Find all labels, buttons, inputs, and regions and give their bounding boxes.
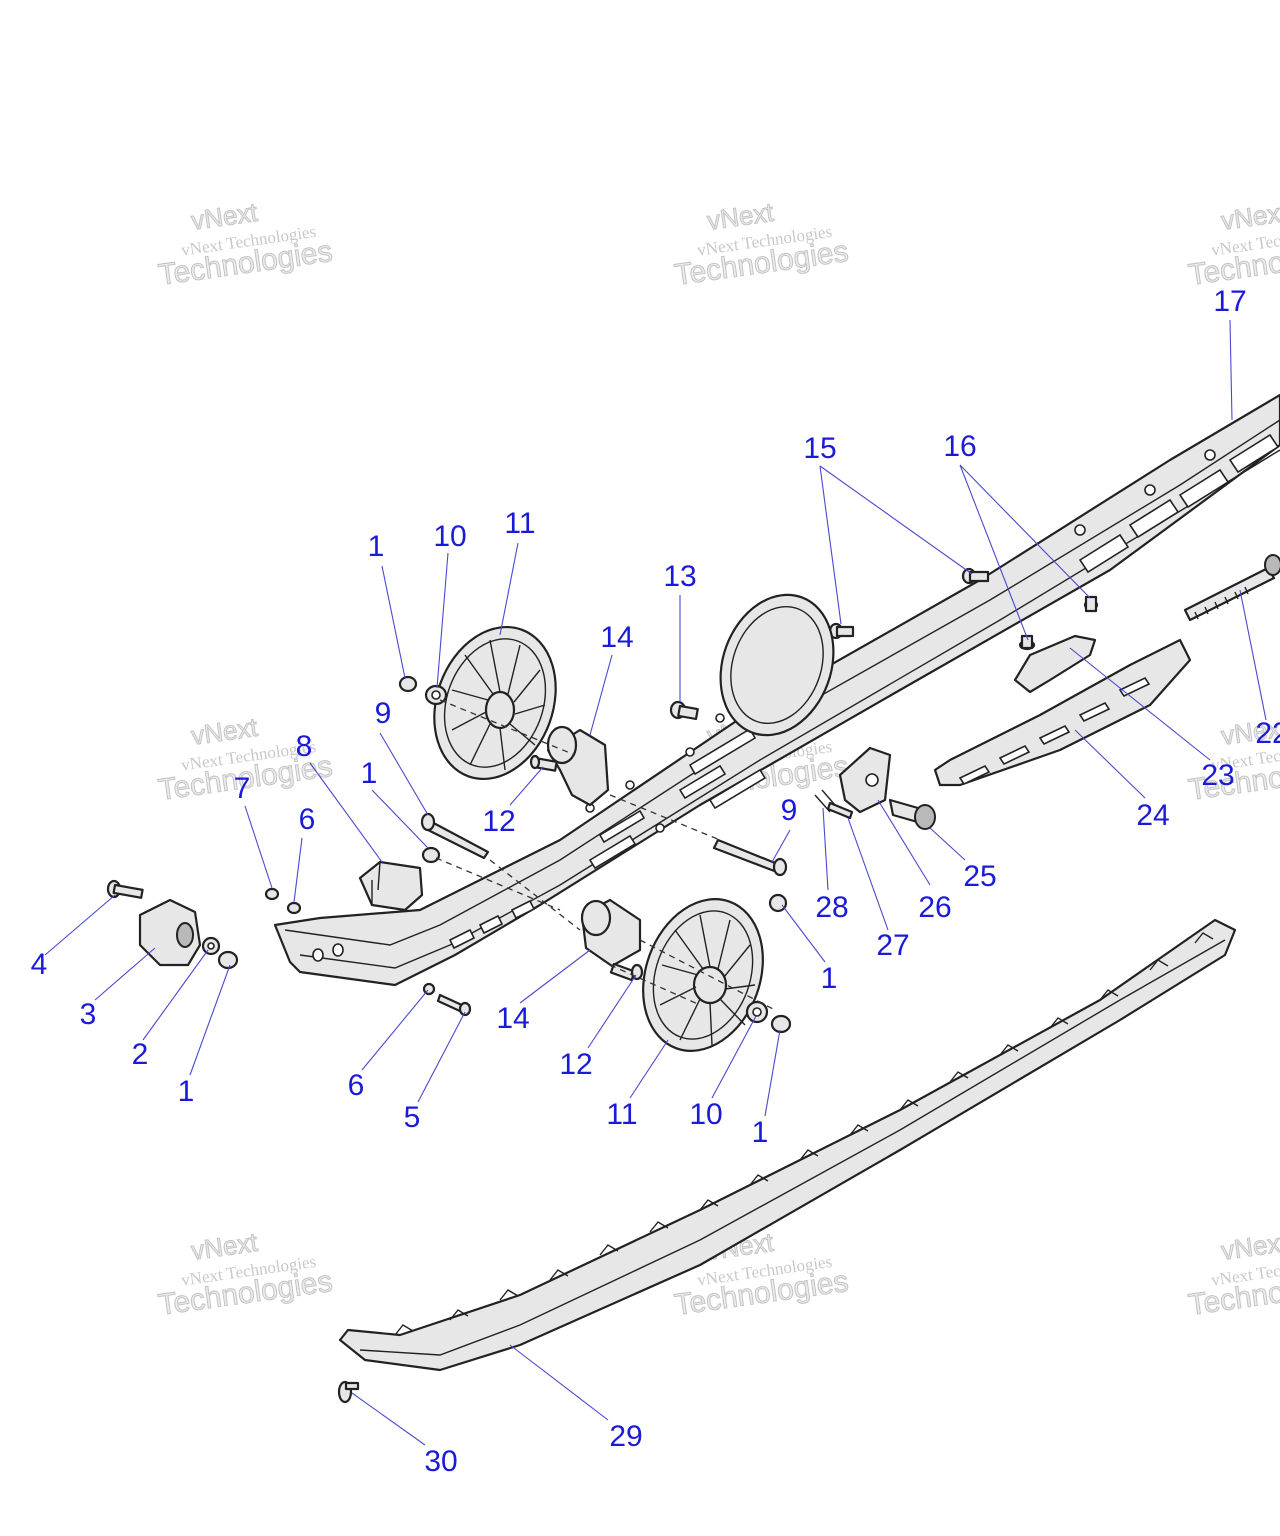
callout-23: 23 xyxy=(1201,759,1234,792)
callout-10-upper-washer: 10 xyxy=(433,520,466,553)
callout-7: 7 xyxy=(234,772,251,805)
bushing-part xyxy=(888,798,936,830)
callout-9-upper: 9 xyxy=(375,697,392,730)
callout-11-lower-wheel: 11 xyxy=(606,1098,637,1131)
callout-28: 28 xyxy=(815,891,848,924)
bolt-15a-part xyxy=(961,567,990,585)
callout-15: 15 xyxy=(803,432,836,465)
callout-30: 30 xyxy=(424,1445,457,1478)
callout-1-mid-nut: 1 xyxy=(361,757,378,790)
callout-29: 29 xyxy=(609,1420,642,1453)
callout-6-upper: 6 xyxy=(299,803,316,836)
callout-8: 8 xyxy=(296,730,313,763)
callout-12-lower: 12 xyxy=(559,1048,592,1081)
watermark-text: vNext xyxy=(189,712,260,751)
wear-strip-teeth xyxy=(394,932,1214,1336)
assembly-lines xyxy=(435,699,776,1011)
washer-6a-part xyxy=(286,901,302,915)
bolt-4-part xyxy=(106,879,144,899)
bolt-12b-part xyxy=(609,962,644,982)
pin-27-part xyxy=(826,801,854,820)
wear-strip-part xyxy=(338,918,1237,1372)
callout-11-upper-wheel: 11 xyxy=(504,507,535,540)
watermark-top-center: vNext vNext Technologies Technologies xyxy=(672,196,851,292)
callout-12-upper: 12 xyxy=(482,805,515,838)
callout-22: 22 xyxy=(1255,717,1280,750)
nut-1b-part xyxy=(421,846,441,864)
long-bolt-part xyxy=(1183,554,1280,622)
wheel-upper-part xyxy=(433,625,557,781)
watermark-text: vNext xyxy=(189,197,260,236)
watermark-top-left: vNext vNext Technologies Technologies xyxy=(156,196,335,292)
watermark-bottom-left: vNext vNext Technologies Technologies xyxy=(156,1226,335,1322)
bolt-12a-part xyxy=(529,754,558,772)
callout-16: 16 xyxy=(943,430,976,463)
callout-10-lower-washer: 10 xyxy=(689,1098,722,1131)
callout-24: 24 xyxy=(1136,799,1169,832)
watermark-text: vNext xyxy=(1219,1227,1280,1266)
callout-2: 2 xyxy=(132,1038,149,1071)
callout-1-upper-nut: 1 xyxy=(368,530,385,563)
callout-13: 13 xyxy=(663,560,696,593)
nut-1d-part xyxy=(768,893,788,913)
hub-part xyxy=(838,746,892,814)
wheel-rear-part xyxy=(719,593,835,737)
watermark-text: vNext xyxy=(705,197,776,236)
callout-3: 3 xyxy=(80,998,97,1031)
callout-14-upper: 14 xyxy=(600,621,633,654)
nut-1a-part xyxy=(398,675,418,693)
watermark-text: vNext xyxy=(189,1227,260,1266)
callout-9-lower: 9 xyxy=(781,794,798,827)
watermark-top-right: vNext vNext Technologies Technologies xyxy=(1186,196,1280,292)
callout-1-rear-nut: 1 xyxy=(821,962,838,995)
nut-7-part xyxy=(264,887,280,901)
rail-part xyxy=(273,393,1280,987)
bolt-9a-part xyxy=(420,812,490,860)
stopper-part xyxy=(358,860,424,912)
callout-1-lower-nut: 1 xyxy=(752,1116,769,1149)
slide-guard-part xyxy=(933,638,1192,787)
bolt-13-part xyxy=(669,700,699,721)
callout-27: 27 xyxy=(876,929,909,962)
washer-10b-part xyxy=(745,1000,769,1024)
spacer-lower-part xyxy=(580,898,642,968)
callout-26: 26 xyxy=(918,891,951,924)
callout-4: 4 xyxy=(31,948,48,981)
bolt-5-part xyxy=(436,993,472,1017)
leader-lines xyxy=(44,319,1267,1446)
watermark-text: vNext xyxy=(1219,197,1280,236)
nut-1e-part xyxy=(770,1014,792,1034)
bumper-part xyxy=(138,898,202,967)
callout-5: 5 xyxy=(404,1101,421,1134)
nut-1c-part xyxy=(217,950,239,970)
callout-17: 17 xyxy=(1213,285,1246,318)
wheel-lower-part xyxy=(642,898,764,1052)
washer-10a-part xyxy=(424,684,448,706)
callout-6-lower: 6 xyxy=(348,1069,365,1102)
callout-labels: 1 10 11 13 14 15 16 17 22 23 24 9 8 1 7 … xyxy=(31,285,1280,1478)
bolt-9b-part xyxy=(712,838,788,877)
watermark-bottom-right: vNext vNext Technologies Technologies xyxy=(1186,1226,1280,1322)
bracket-part xyxy=(1013,595,1099,694)
bolt-15b-part xyxy=(828,622,855,640)
callout-25: 25 xyxy=(963,860,996,893)
callout-14-lower: 14 xyxy=(496,1002,529,1035)
washer-2-part xyxy=(201,936,221,956)
callout-1-front-nut: 1 xyxy=(178,1075,195,1108)
spacer-upper-part xyxy=(546,725,610,807)
rivet-part xyxy=(337,1380,360,1404)
